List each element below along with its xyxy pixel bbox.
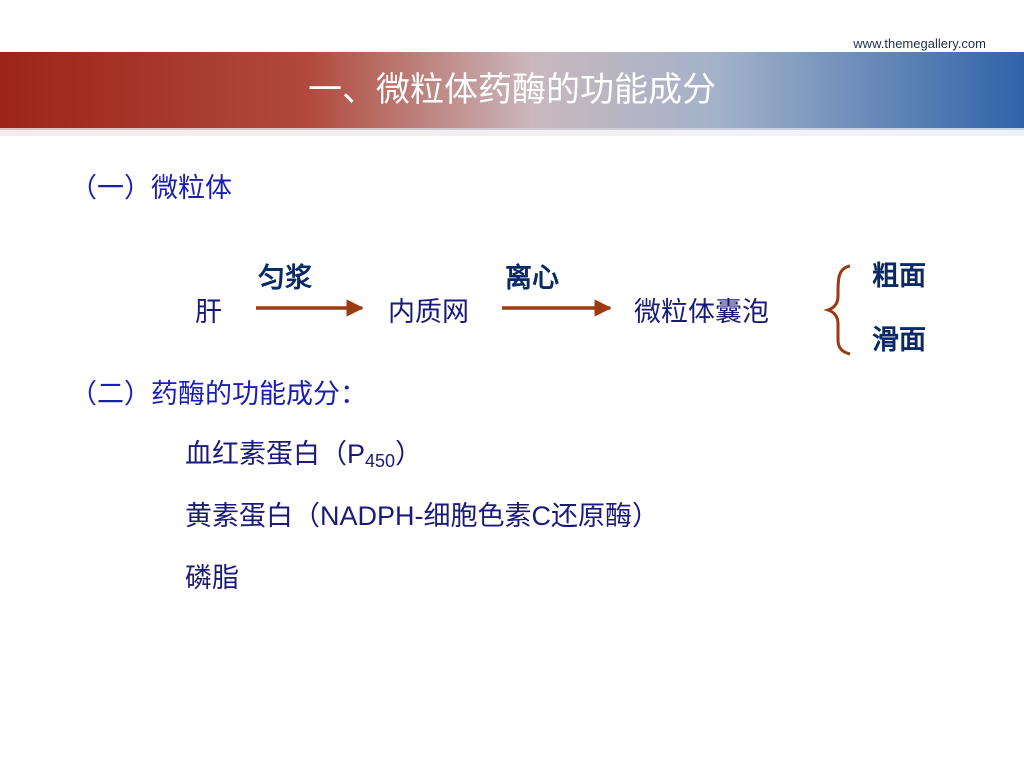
section-heading-enzyme-components: （二）药酶的功能成分： <box>70 379 367 410</box>
item-text: P <box>347 439 366 469</box>
list-item-flavoprotein: 黄素蛋白（NADPH-细胞色素C还原酶） <box>185 494 659 533</box>
item-subscript: 450 <box>365 451 396 471</box>
item-text: 血红素蛋白（ <box>185 439 347 470</box>
list-item-phospholipid: 磷脂 <box>185 563 239 594</box>
flow-label-centrifuge: 离心 <box>505 263 559 294</box>
item-text: 细胞色素 <box>423 501 532 532</box>
slide-title: 一、微粒体药酶的功能成分 <box>308 70 716 110</box>
item-text: 还原酶） <box>551 501 660 532</box>
branch-smooth: 滑面 <box>872 325 926 356</box>
branch-rough: 粗面 <box>872 261 926 292</box>
brace-icon <box>823 264 851 356</box>
item-text: ） <box>395 439 423 470</box>
item-text: NADPH- <box>320 501 424 531</box>
flow-node-er: 内质网 <box>388 297 469 328</box>
title-bar-shadow <box>0 130 1024 136</box>
flow-label-homogenize: 匀浆 <box>258 263 312 294</box>
item-text: 黄素蛋白（ <box>185 501 320 532</box>
title-bar <box>0 52 1024 128</box>
site-url: www.themegallery.com <box>853 36 986 51</box>
list-item-hemoprotein: 血红素蛋白（P450） <box>185 432 422 472</box>
flow-node-microsome-vesicle: 微粒体囊泡 <box>634 297 769 328</box>
flow-node-liver: 肝 <box>195 297 222 328</box>
item-text: C <box>531 501 552 531</box>
section-heading-microsome: （一）微粒体 <box>70 173 232 204</box>
title-bar-divider <box>0 128 1024 130</box>
